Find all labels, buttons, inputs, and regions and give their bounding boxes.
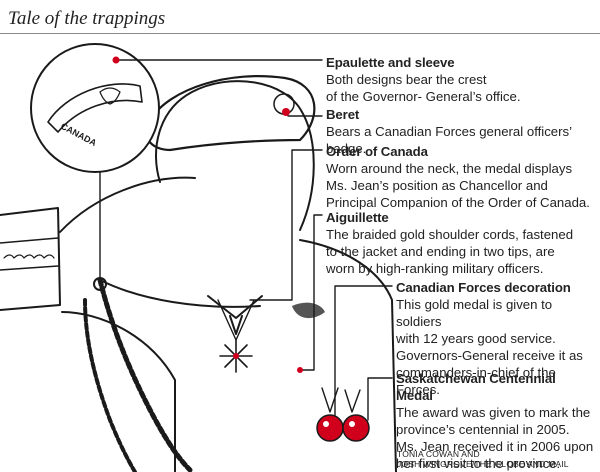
pocket-flap [292, 302, 325, 319]
sleeve-cuff-top [0, 237, 59, 244]
leader-order [249, 149, 323, 301]
inset-epaulette [47, 83, 143, 133]
credit: TONIA COWAN AND JOSH WINGROVE/THE GLOBE … [397, 449, 569, 469]
callout-beret: Beret Bears a Canadian Forces general of… [326, 106, 596, 157]
tie-knot [229, 315, 243, 335]
credit-line-2: JOSH WINGROVE/THE GLOBE AND MAIL [397, 459, 569, 469]
callout-centennial-line-3: Ms. Jean received it in 2006 upon [396, 439, 594, 454]
callout-epaulette-heading: Epaulette and sleeve [326, 55, 455, 70]
collar [207, 295, 263, 319]
leader-cf-decoration [334, 285, 393, 416]
callout-centennial-line-2: province’s centennial in 2005. [396, 422, 570, 437]
callout-cf-decoration-heading: Canadian Forces decoration [396, 280, 571, 295]
credit-line-1: TONIA COWAN AND [397, 449, 480, 459]
callout-epaulette-line-1: Both designs bear the crest [326, 72, 487, 87]
callout-cf-decoration-line-1: This gold medal is given to soldiers [396, 297, 553, 329]
callout-order-heading: Order of Canada [326, 144, 428, 159]
callout-cf-decoration: Canadian Forces decoration This gold med… [396, 279, 596, 398]
medal-centennial [342, 414, 370, 442]
callout-centennial: Saskatchewan Centennial Medal The award … [396, 370, 596, 472]
callout-cf-decoration-line-3: Governors-General receive it as [396, 348, 583, 363]
medal-cf-decoration [316, 414, 344, 442]
jacket-left [61, 311, 176, 472]
callout-centennial-heading: Saskatchewan Centennial Medal [396, 371, 556, 403]
callout-order-line-1: Worn around the neck, the medal displays [326, 161, 573, 176]
inset-crest [99, 87, 121, 105]
aiguillette-braid-2 [83, 298, 137, 472]
head-outline [154, 80, 315, 231]
leader-centennial [367, 377, 393, 421]
medal-centennial-shine [349, 421, 355, 427]
shoulder-left [59, 176, 196, 233]
callout-aiguillette-line-1: The braided gold shoulder cords, fastene… [326, 227, 574, 242]
callout-aiguillette: Aiguillette The braided gold shoulder co… [326, 209, 596, 277]
medal-right-ribbon [344, 389, 361, 413]
callout-cf-decoration-line-4: commanders-in-chief of the Forces. [396, 365, 556, 397]
callout-centennial-line-1: The award was given to mark the [396, 405, 591, 420]
callout-aiguillette-line-3: worn by high-ranking military officers. [326, 261, 544, 276]
jacket-right [299, 239, 397, 472]
dot-beret [282, 108, 290, 116]
callout-order-line-3: Principal Companion of the Order of Cana… [326, 195, 590, 210]
dot-aiguillette [297, 367, 303, 373]
callout-centennial-line-4: her first visit to the province. [396, 456, 561, 471]
inset-circle [30, 43, 160, 173]
callout-epaulette-line-2: of the Governor- General’s office. [326, 89, 521, 104]
title-divider [0, 33, 600, 34]
sleeve-embroidery [3, 254, 55, 259]
dot-epaulette [112, 56, 120, 64]
dot-order [233, 353, 239, 359]
callout-aiguillette-line-2: to the jacket and ending in two tips, ar… [326, 244, 555, 259]
page-title: Tale of the trappings [8, 8, 166, 29]
callout-beret-line-1: Bears a Canadian Forces general officers… [326, 124, 572, 156]
leader-aiguillette [299, 214, 323, 371]
callout-epaulette: Epaulette and sleeve Both designs bear t… [326, 54, 596, 105]
aiguillette-braid [97, 277, 193, 472]
callout-cf-decoration-line-2: with 12 years good service. [396, 331, 556, 346]
callout-order: Order of Canada Worn around the neck, th… [326, 143, 596, 211]
aiguillette-cord [99, 279, 261, 308]
callout-order-line-2: Ms. Jean’s position as Chancellor and [326, 178, 548, 193]
callout-beret-heading: Beret [326, 107, 360, 122]
callout-aiguillette-heading: Aiguillette [326, 210, 389, 225]
sleeve-cuff-bottom [0, 265, 59, 271]
beret [145, 75, 316, 152]
medal-cf-shine [323, 421, 329, 427]
sleeve [0, 207, 61, 311]
